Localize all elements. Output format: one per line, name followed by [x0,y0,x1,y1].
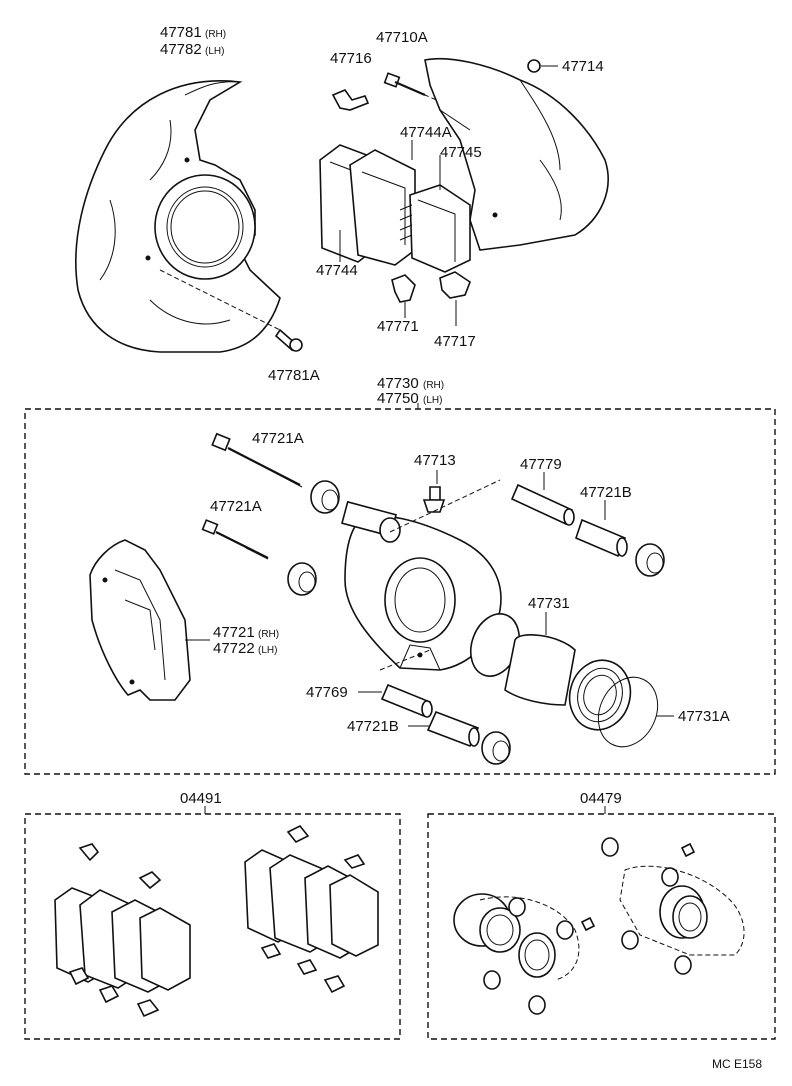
ring-47731a-drawing [597,676,659,748]
label-04479: 04479 [580,790,622,807]
label-47714: 47714 [562,58,604,75]
clip-47717-drawing [439,271,471,299]
bolt-47721a-short-drawing [201,519,269,560]
label-47779: 47779 [520,456,562,473]
label-47782: 47782 [160,41,202,58]
label-47721: 47721 [213,624,255,641]
label-47731: 47731 [528,595,570,612]
bolt-47721a-long-drawing [211,432,303,488]
bushing-2-drawing [287,562,317,596]
label-47744: 47744 [316,262,358,279]
label-47721b-1: 47721B [580,484,632,501]
boot-47721b-top-drawing [575,518,628,558]
label-47721b-2: 47721B [347,718,399,735]
label-47781: 47781 [160,24,202,41]
kit-04479-box [427,813,776,1040]
label-47781a: 47781A [268,367,320,384]
boot-47721b-bottom-drawing [426,710,480,748]
label-47722-suffix: (LH) [258,645,277,656]
pin-47779-drawing [510,483,575,526]
bleeder-47713-drawing [422,486,446,513]
label-47781-suffix: (RH) [205,29,226,40]
piston-47731-drawing [504,634,632,731]
footer-code: MC E158 [712,1057,762,1071]
label-47717: 47717 [434,333,476,350]
label-47710a: 47710A [376,29,428,46]
bushing-1-drawing [310,480,340,514]
bushing-3-drawing [635,543,665,577]
pin-47769-drawing [380,683,433,718]
label-47730: 47730 [377,375,419,392]
label-47721-suffix: (RH) [258,629,279,640]
label-04491: 04491 [180,790,222,807]
label-47744a: 47744A [400,124,452,141]
brake-pads-top-drawing [319,144,471,273]
label-47721a-2: 47721A [210,498,262,515]
label-47716: 47716 [330,50,372,67]
label-47731a: 47731A [678,708,730,725]
bushing-4-drawing [481,731,511,765]
label-47750-suffix: (LH) [423,395,442,406]
dust-cover-drawing [75,80,281,353]
torque-plate-drawing [89,539,191,701]
kit-04479-seals-drawing [453,837,745,1015]
clip-47771-drawing [391,274,416,303]
caliper-assembly-box [24,408,776,775]
caliper-body-top-drawing [424,57,609,251]
label-47745: 47745 [440,144,482,161]
label-47722: 47722 [213,640,255,657]
label-47750: 47750 [377,390,419,407]
caliper-body-middle-drawing [341,479,502,671]
label-47769: 47769 [306,684,348,701]
label-47771: 47771 [377,318,419,335]
label-47730-suffix: (RH) [423,380,444,391]
label-47721a-1: 47721A [252,430,304,447]
kit-04491-pads-drawing [54,824,379,1018]
labels: 47781 (RH) 47782 (LH) 47710A 47716 47714… [160,24,762,1071]
clip-47716-drawing [331,89,370,111]
nut-47714-drawing [527,59,541,73]
label-47713: 47713 [414,452,456,469]
label-47782-suffix: (LH) [205,46,224,57]
bolt-47781a-drawing [274,328,303,352]
